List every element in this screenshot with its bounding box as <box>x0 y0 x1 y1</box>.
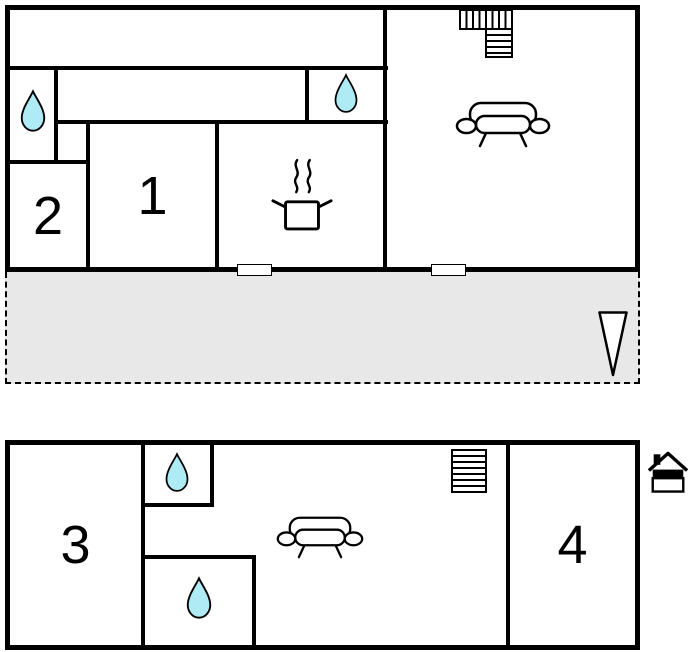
room-4-label: 4 <box>557 515 588 575</box>
wall-segment <box>141 503 214 507</box>
door-opening <box>431 264 466 276</box>
room-3-label: 3 <box>60 515 91 575</box>
wall-segment <box>86 120 90 267</box>
wall-segment <box>10 160 90 164</box>
room-1-label: 1 <box>137 165 168 226</box>
wall-segment <box>506 445 510 645</box>
room-2-label: 2 <box>32 185 64 246</box>
sofa-icon <box>455 99 551 161</box>
house-level-icon <box>647 449 689 494</box>
staircase-icon <box>459 9 513 59</box>
direction-arrow-icon <box>597 310 629 378</box>
wall-segment <box>141 445 145 645</box>
water-droplet-icon <box>332 72 360 115</box>
upper-floor-plan <box>5 5 640 272</box>
sofa-icon <box>276 514 364 571</box>
wall-segment <box>56 120 388 124</box>
wall-segment <box>10 66 388 70</box>
wall-segment <box>252 555 256 645</box>
terrace-area <box>5 272 640 384</box>
wall-segment <box>383 10 387 267</box>
wall-segment <box>305 66 309 124</box>
wall-segment <box>54 66 58 164</box>
water-droplet-icon <box>163 451 191 494</box>
door-opening <box>237 264 272 276</box>
wall-segment <box>141 555 256 559</box>
wall-segment <box>210 445 214 507</box>
water-droplet-icon <box>184 575 214 621</box>
cooking-pot-icon <box>271 156 333 234</box>
staircase-icon <box>451 449 487 493</box>
water-droplet-icon <box>18 88 48 134</box>
wall-segment <box>215 120 219 267</box>
